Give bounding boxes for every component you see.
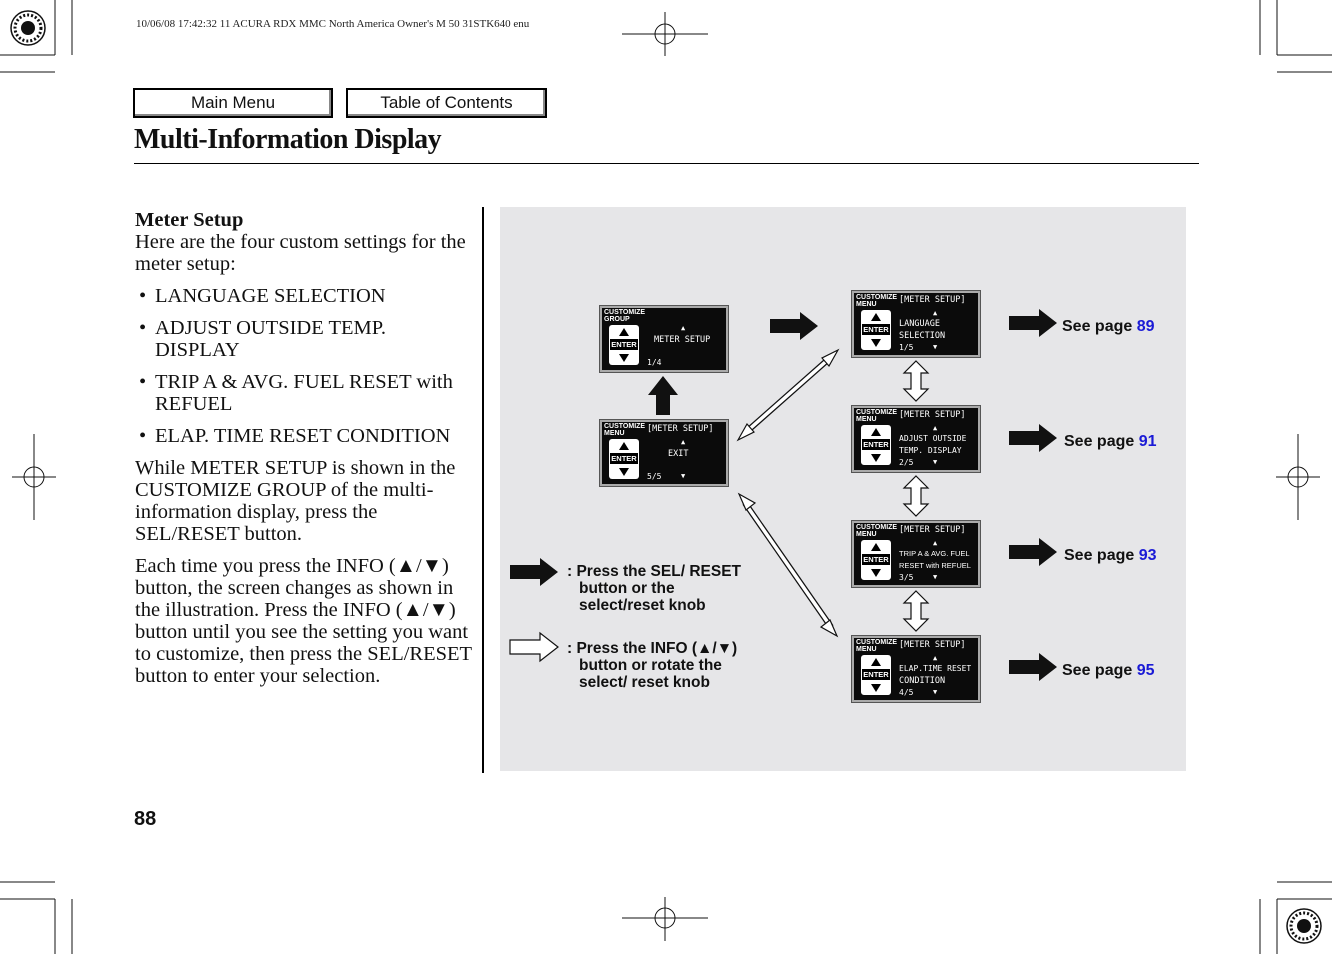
- see-page-89[interactable]: See page 89: [1062, 318, 1155, 335]
- paragraph-2: Each time you press the INFO (▲/▼) butto…: [135, 555, 472, 687]
- arrow-see-95: [1009, 653, 1057, 681]
- screen-language-selection: CUSTOMIZE MENU [METER SETUP] ENTER ▲ LAN…: [851, 290, 981, 358]
- arrow-see-93: [1009, 538, 1057, 566]
- screen-customize-group: CUSTOMIZE GROUP ENTER ▲ METER SETUP 1/4: [599, 305, 729, 373]
- left-column: Meter Setup Here are the four custom set…: [135, 209, 475, 697]
- diagonal-arrow-exit-language: [736, 348, 840, 442]
- arrow-to-language: [770, 312, 818, 340]
- registration-starburst-tl: [10, 10, 46, 46]
- legend-white-arrow: [509, 632, 559, 662]
- section-heading: Meter Setup: [135, 209, 244, 231]
- settings-list: LANGUAGE SELECTION ADJUST OUTSIDE TEMP. …: [135, 285, 475, 447]
- see-page-91[interactable]: See page 91: [1064, 433, 1157, 450]
- screen-adjust-outside-temp: CUSTOMIZE MENU [METER SETUP] ENTER ▲ ADJ…: [851, 405, 981, 473]
- page-link-95[interactable]: 95: [1136, 662, 1155, 679]
- diagonal-arrow-exit-elap: [737, 492, 839, 638]
- paragraph-1: While METER SETUP is shown in the CUSTOM…: [135, 457, 456, 545]
- screen-elap-time-reset: CUSTOMIZE MENU [METER SETUP] ENTER ▲ ELA…: [851, 635, 981, 703]
- arrow-see-89: [1009, 309, 1057, 337]
- list-item: ELAP. TIME RESET CONDITION: [135, 425, 475, 447]
- page-title: Multi-Information Display: [134, 124, 442, 155]
- list-item: TRIP A & AVG. FUEL RESET with REFUEL: [135, 371, 475, 415]
- page-link-91[interactable]: 91: [1138, 433, 1157, 450]
- illustration-panel: [500, 207, 1186, 771]
- title-rule: [134, 163, 1199, 164]
- see-page-93[interactable]: See page 93: [1064, 547, 1157, 564]
- see-page-95[interactable]: See page 95: [1062, 662, 1155, 679]
- screen-trip-a-reset: CUSTOMIZE MENU [METER SETUP] ENTER ▲ TRI…: [851, 520, 981, 588]
- page-number: 88: [134, 808, 157, 830]
- column-divider: [482, 207, 484, 773]
- arrow-exit-to-group: [648, 376, 678, 415]
- print-header: 10/06/08 17:42:32 11 ACURA RDX MMC North…: [136, 18, 530, 30]
- list-item: LANGUAGE SELECTION: [135, 285, 475, 307]
- legend-black-arrow: [510, 558, 558, 586]
- arrow-see-91: [1009, 424, 1057, 452]
- page-link-89[interactable]: 89: [1136, 318, 1155, 335]
- screen-exit: CUSTOMIZE MENU [METER SETUP] ENTER ▲ EXI…: [599, 419, 729, 487]
- main-menu-button[interactable]: Main Menu: [133, 88, 333, 118]
- page-link-93[interactable]: 93: [1138, 547, 1157, 564]
- table-of-contents-button[interactable]: Table of Contents: [346, 88, 547, 118]
- list-item: ADJUST OUTSIDE TEMP. DISPLAY: [135, 317, 475, 361]
- registration-starburst-br: [1286, 908, 1322, 944]
- legend-sel-reset: : Press the SEL/ RESET button or the sel…: [567, 563, 741, 614]
- legend-info: : Press the INFO (▲/▼) button or rotate …: [567, 640, 738, 691]
- intro-text: Here are the four custom settings for th…: [135, 231, 466, 275]
